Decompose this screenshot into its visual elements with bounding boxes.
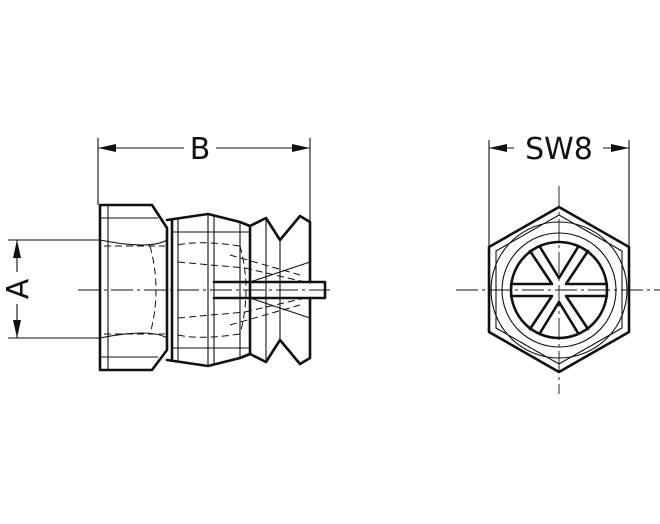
hex-chamfer (495, 214, 623, 365)
hex-nut-body (98, 203, 169, 372)
dimension-a-label: A (1, 278, 36, 299)
expansion-slots (509, 245, 609, 335)
barbed-tip (212, 214, 327, 366)
dimension-sw8: SW8 (488, 132, 630, 247)
dimension-sw8-label: SW8 (525, 132, 593, 167)
inner-circle (509, 240, 609, 340)
side-view: B A (1, 132, 330, 372)
dimension-a: A (1, 239, 100, 339)
dimension-b: B (97, 132, 311, 226)
dimension-b-label: B (190, 132, 211, 167)
anchor-sleeve (165, 212, 252, 368)
middle-circle (501, 232, 617, 348)
end-view: SW8 (456, 132, 660, 394)
outer-circle (490, 221, 628, 359)
